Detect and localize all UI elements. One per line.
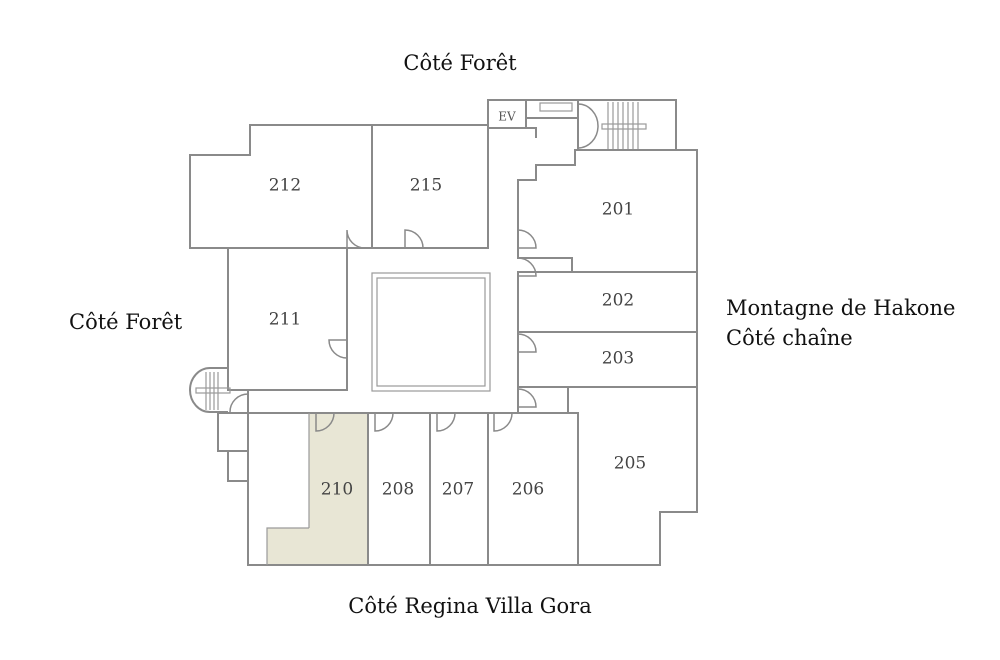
room-label-211: 211 <box>269 310 301 330</box>
stair-left-icon <box>189 367 249 413</box>
annex-left <box>217 412 249 452</box>
room-label-202: 202 <box>602 291 634 311</box>
elevator-door <box>539 102 573 112</box>
room-label-205: 205 <box>614 454 646 474</box>
orientation-label-bottom: Côté Regina Villa Gora <box>348 594 592 618</box>
orientation-label-right: Montagne de Hakone Côté chaîne <box>726 293 955 353</box>
courtyard-inner <box>376 277 486 387</box>
orientation-label-top: Côté Forêt <box>403 51 517 75</box>
room-label-201: 201 <box>602 200 634 220</box>
room-label-207: 207 <box>442 480 474 500</box>
orientation-label-right-line2: Côté chaîne <box>726 326 853 350</box>
orientation-label-left: Côté Forêt <box>69 310 183 334</box>
room-label-210: 210 <box>321 480 353 500</box>
room-205-outline[interactable] <box>567 386 698 566</box>
room-210-partition <box>266 527 309 565</box>
orientation-label-right-line1: Montagne de Hakone <box>726 296 956 320</box>
elevator-label: EV <box>498 110 516 124</box>
corridor-wall <box>520 127 537 138</box>
stair-top-door <box>577 103 599 149</box>
room-label-208: 208 <box>382 480 414 500</box>
annex-left-lower <box>227 450 249 482</box>
stair-top-icon <box>601 102 647 150</box>
stair-top-box <box>577 99 677 151</box>
room-label-203: 203 <box>602 349 634 369</box>
room-label-206: 206 <box>512 480 544 500</box>
room-210-highlight[interactable] <box>267 413 368 565</box>
room-label-212: 212 <box>269 176 301 196</box>
room-206-outline[interactable] <box>487 412 579 566</box>
room-201-outline[interactable] <box>517 149 698 273</box>
door-swings <box>315 229 537 432</box>
courtyard-outer <box>371 272 491 392</box>
room-label-215: 215 <box>410 176 442 196</box>
